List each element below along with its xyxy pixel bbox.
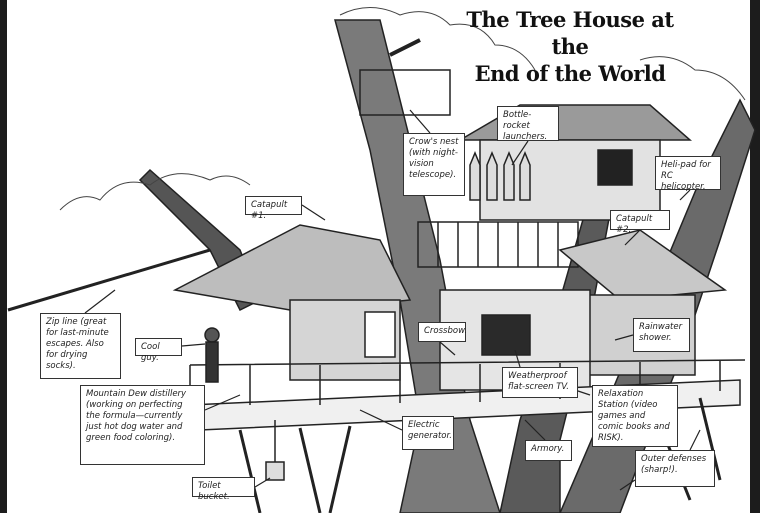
upper-house-roof	[457, 104, 692, 141]
label-rainwater-shower: Rainwater shower.	[633, 318, 690, 352]
label-crossbow: Crossbow.	[418, 322, 467, 342]
label-catapult-1: Catapult #1.	[245, 196, 302, 221]
label-catapult-2: Catapult #2.	[610, 210, 670, 235]
crows-nest-platform	[359, 69, 451, 116]
label-toilet-bucket: Toilet bucket.	[192, 477, 255, 502]
title-line-1: The Tree House at the	[466, 7, 674, 59]
left-hut-window	[364, 311, 396, 358]
flat-screen-tv	[481, 314, 531, 356]
page-title: The Tree House at the End of the World	[450, 6, 690, 87]
left-frame-border	[0, 0, 7, 513]
label-flat-screen-tv: Weatherproof flat-screen TV.	[502, 367, 578, 398]
label-armory: Armory.	[525, 440, 572, 461]
label-cool-guy: Cool guy.	[135, 338, 182, 363]
right-frame-border	[750, 0, 760, 513]
label-mountain-dew-distillery: Mountain Dew distillery (working on perf…	[80, 385, 205, 465]
title-line-2: End of the World	[474, 61, 666, 86]
cool-guy-figure	[204, 327, 220, 343]
label-outer-defenses: Outer defenses (sharp!).	[635, 450, 715, 487]
upper-window	[597, 149, 633, 186]
right-hut-roof	[558, 229, 728, 301]
foliage-top	[339, 7, 536, 71]
zip-line	[7, 248, 211, 312]
label-relaxation-station: Relaxation Station (video games and comi…	[592, 385, 678, 447]
toilet-bucket-drawing	[265, 461, 285, 481]
foliage-right	[639, 56, 746, 101]
label-electric-generator: Electric generator.	[402, 416, 454, 450]
foliage-left	[59, 173, 251, 211]
label-heli-pad: Heli-pad for RC helicopter.	[655, 156, 721, 192]
label-bottle-rocket-launchers: Bottle-rocket launchers.	[497, 106, 559, 142]
label-zip-line: Zip line (great for last-minute escapes.…	[40, 313, 121, 379]
label-crows-nest: Crow's nest (with night-vision telescope…	[403, 133, 465, 196]
